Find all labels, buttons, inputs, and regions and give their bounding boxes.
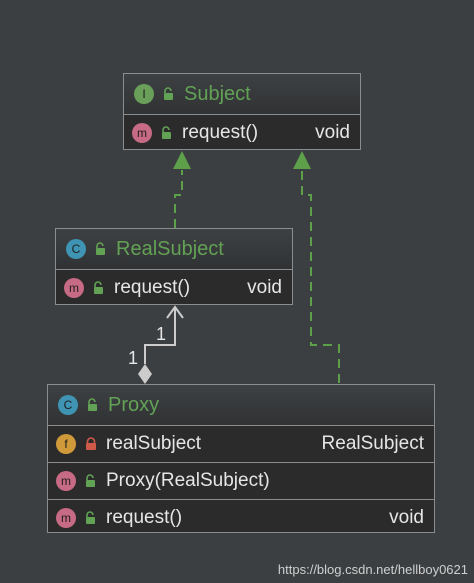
multiplicity-label-source: 1	[128, 348, 139, 368]
watermark: https://blog.csdn.net/hellboy0621	[277, 562, 468, 577]
unlock-icon	[94, 281, 103, 294]
class-title-proxy: Proxy	[108, 393, 160, 416]
unlock-icon	[96, 242, 105, 255]
realization-line-proxy	[301, 170, 340, 383]
class-box-subject[interactable]: I Subject m request() void	[123, 73, 361, 150]
class-header-realsubject[interactable]: C RealSubject	[56, 229, 292, 270]
method-row-subject-request[interactable]: m request() void	[124, 115, 360, 151]
method-row-proxy-constructor[interactable]: m Proxy(RealSubject)	[48, 463, 434, 500]
lock-icon	[86, 437, 96, 450]
method-return-type: void	[247, 277, 282, 298]
interface-icon: I	[134, 84, 154, 104]
class-icon: C	[66, 239, 86, 259]
unlock-icon	[86, 511, 95, 524]
method-row-proxy-request[interactable]: m request() void	[48, 500, 434, 536]
realization-line-realsubject	[174, 170, 183, 228]
unlock-icon	[164, 87, 173, 100]
class-header-subject[interactable]: I Subject	[124, 74, 360, 115]
class-title-subject: Subject	[184, 82, 251, 105]
method-name: request()	[114, 277, 191, 298]
composition-open-arrowhead	[166, 305, 184, 319]
field-name: realSubject	[106, 433, 202, 454]
method-return-type: void	[389, 507, 424, 528]
realization-arrowhead-realsubject	[173, 151, 191, 169]
field-icon: f	[56, 434, 76, 454]
method-row-realsubject-request[interactable]: m request() void	[56, 270, 292, 306]
method-icon: m	[132, 123, 152, 143]
method-icon: m	[64, 278, 84, 298]
method-icon: m	[56, 471, 76, 491]
method-name: request()	[106, 507, 183, 528]
field-row-proxy-realsubject[interactable]: f realSubject RealSubject	[48, 426, 434, 463]
unlock-icon	[88, 398, 97, 411]
method-name: Proxy(RealSubject)	[106, 470, 270, 491]
method-icon: m	[56, 508, 76, 528]
class-title-realsubject: RealSubject	[116, 237, 224, 260]
multiplicity-label-target: 1	[156, 324, 167, 344]
method-return-type: void	[315, 122, 350, 143]
composition-line	[144, 308, 176, 364]
class-box-proxy[interactable]: C Proxy f realSubject RealSubject m Prox…	[47, 384, 435, 533]
unlock-icon	[162, 126, 171, 139]
realization-arrowhead-proxy	[293, 151, 311, 169]
field-type: RealSubject	[321, 433, 424, 454]
composition-diamond	[138, 364, 152, 384]
class-box-realsubject[interactable]: C RealSubject m request() void	[55, 228, 293, 305]
method-name: request()	[182, 122, 259, 143]
class-header-proxy[interactable]: C Proxy	[48, 385, 434, 426]
unlock-icon	[86, 474, 95, 487]
class-icon: C	[58, 395, 78, 415]
